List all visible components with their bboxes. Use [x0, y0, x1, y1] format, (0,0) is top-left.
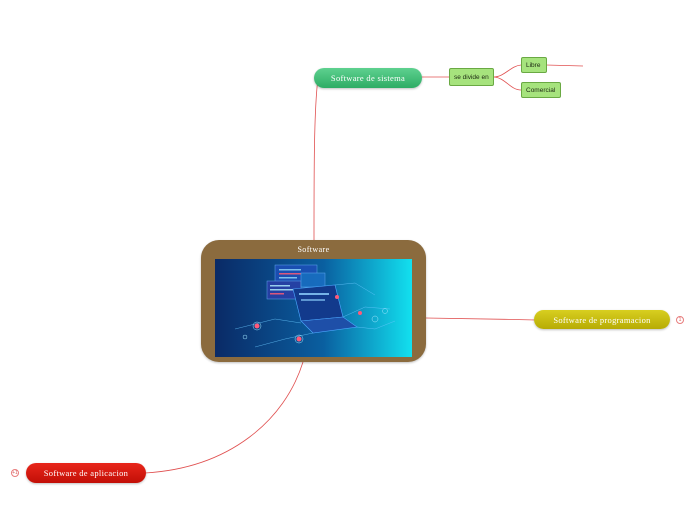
connector-divide-to-comercial: [492, 76, 522, 91]
subtopic-comercial[interactable]: Comercial: [521, 82, 561, 98]
connector-libre-stub: [545, 64, 584, 67]
topic-software-de-programacion-label: Software de programacion: [553, 314, 651, 325]
laptop-code-illustration: [215, 259, 412, 357]
topic-software-de-sistema-label: Software de sistema: [330, 73, 406, 83]
central-topic[interactable]: Software: [201, 240, 426, 362]
subtopic-libre-label: Libre: [526, 61, 541, 69]
connector-central-to-programacion: [425, 317, 537, 321]
topic-software-de-sistema[interactable]: Software de sistema: [314, 68, 422, 88]
connector-divide-to-libre: [492, 64, 522, 78]
connector-central-to-sistema: [313, 77, 319, 241]
topic-software-de-aplicacion-label: Software de aplicacion: [43, 468, 129, 478]
collapse-toggle-programacion[interactable]: 1: [676, 316, 684, 324]
topic-software-de-programacion[interactable]: Software de programacion: [534, 310, 670, 329]
connector-central-to-aplicacion: [144, 361, 304, 474]
subtopic-se-divide-en[interactable]: se divide en: [449, 68, 494, 86]
subtopic-comercial-label: Comercial: [526, 86, 556, 94]
collapse-toggle-aplicacion[interactable]: +1: [11, 469, 19, 477]
subtopic-libre[interactable]: Libre: [521, 57, 547, 73]
subtopic-se-divide-en-label: se divide en: [454, 73, 489, 81]
topic-software-de-aplicacion[interactable]: Software de aplicacion: [26, 463, 146, 483]
central-topic-title: Software: [297, 245, 330, 254]
